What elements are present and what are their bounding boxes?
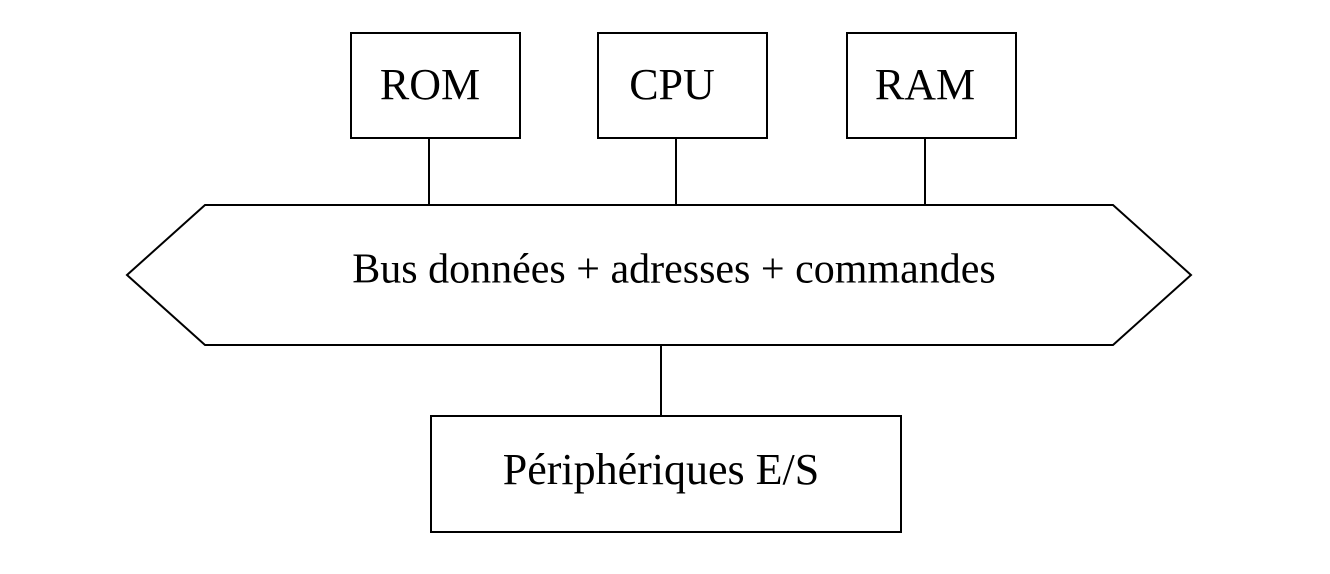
rom-box [350,32,521,139]
cpu-box [597,32,768,139]
peripherals-box [430,415,902,533]
peripherals-block: Périphériques E/S [430,415,902,533]
ram-box [846,32,1017,139]
peripherals-label: Périphériques E/S [503,445,820,494]
bus-shape [125,204,1193,346]
bus-label: Bus données + adresses + commandes [352,247,995,293]
rom-block: ROM [350,32,521,139]
rom-label: ROM [380,60,480,109]
bus-block: Bus données + adresses + commandes [125,204,1193,346]
ram-block: RAM [846,32,1017,139]
cpu-label: CPU [629,60,715,109]
ram-label: RAM [875,60,975,109]
cpu-block: CPU [597,32,768,139]
